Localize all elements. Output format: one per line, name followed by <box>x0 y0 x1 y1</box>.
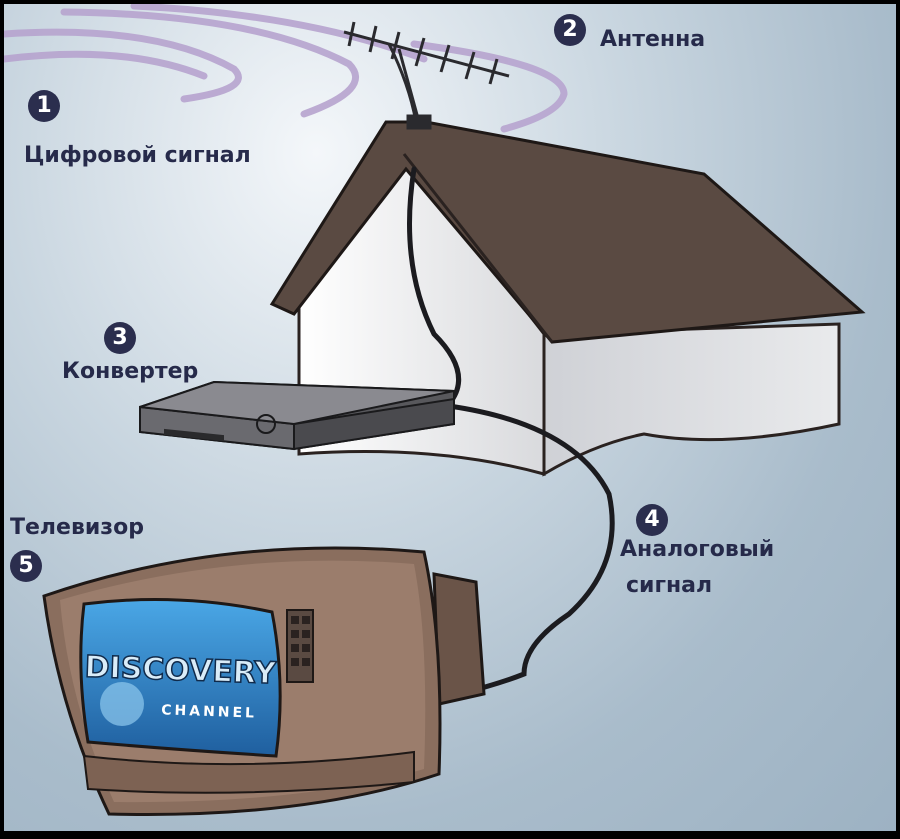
marker-5: 5 <box>10 550 42 582</box>
label-converter: Конвертер <box>62 359 199 384</box>
marker-2: 2 <box>554 14 586 46</box>
converter-box <box>139 380 455 451</box>
diagram-canvas: DISCOVERY CHANNEL 1 2 3 4 5 Цифровой сиг… <box>4 4 896 831</box>
marker-4: 4 <box>636 504 668 536</box>
label-analog-signal-2: сигнал <box>626 573 713 598</box>
label-digital-signal: Цифровой сигнал <box>24 143 251 168</box>
roof <box>269 120 866 344</box>
marker-3: 3 <box>104 322 136 354</box>
label-antenna: Антенна <box>600 27 706 52</box>
antenna <box>343 21 510 130</box>
house <box>269 120 866 477</box>
television: DISCOVERY CHANNEL <box>42 546 486 816</box>
cable <box>407 166 615 697</box>
screen-brand: DISCOVERY <box>84 650 278 692</box>
globe-icon <box>100 682 144 726</box>
marker-1: 1 <box>28 90 60 122</box>
diagram-illustration: DISCOVERY CHANNEL <box>4 4 866 816</box>
screen-sub: CHANNEL <box>161 702 257 721</box>
label-tv: Телевизор <box>10 515 144 540</box>
label-analog-signal-1: Аналоговый <box>620 537 775 562</box>
